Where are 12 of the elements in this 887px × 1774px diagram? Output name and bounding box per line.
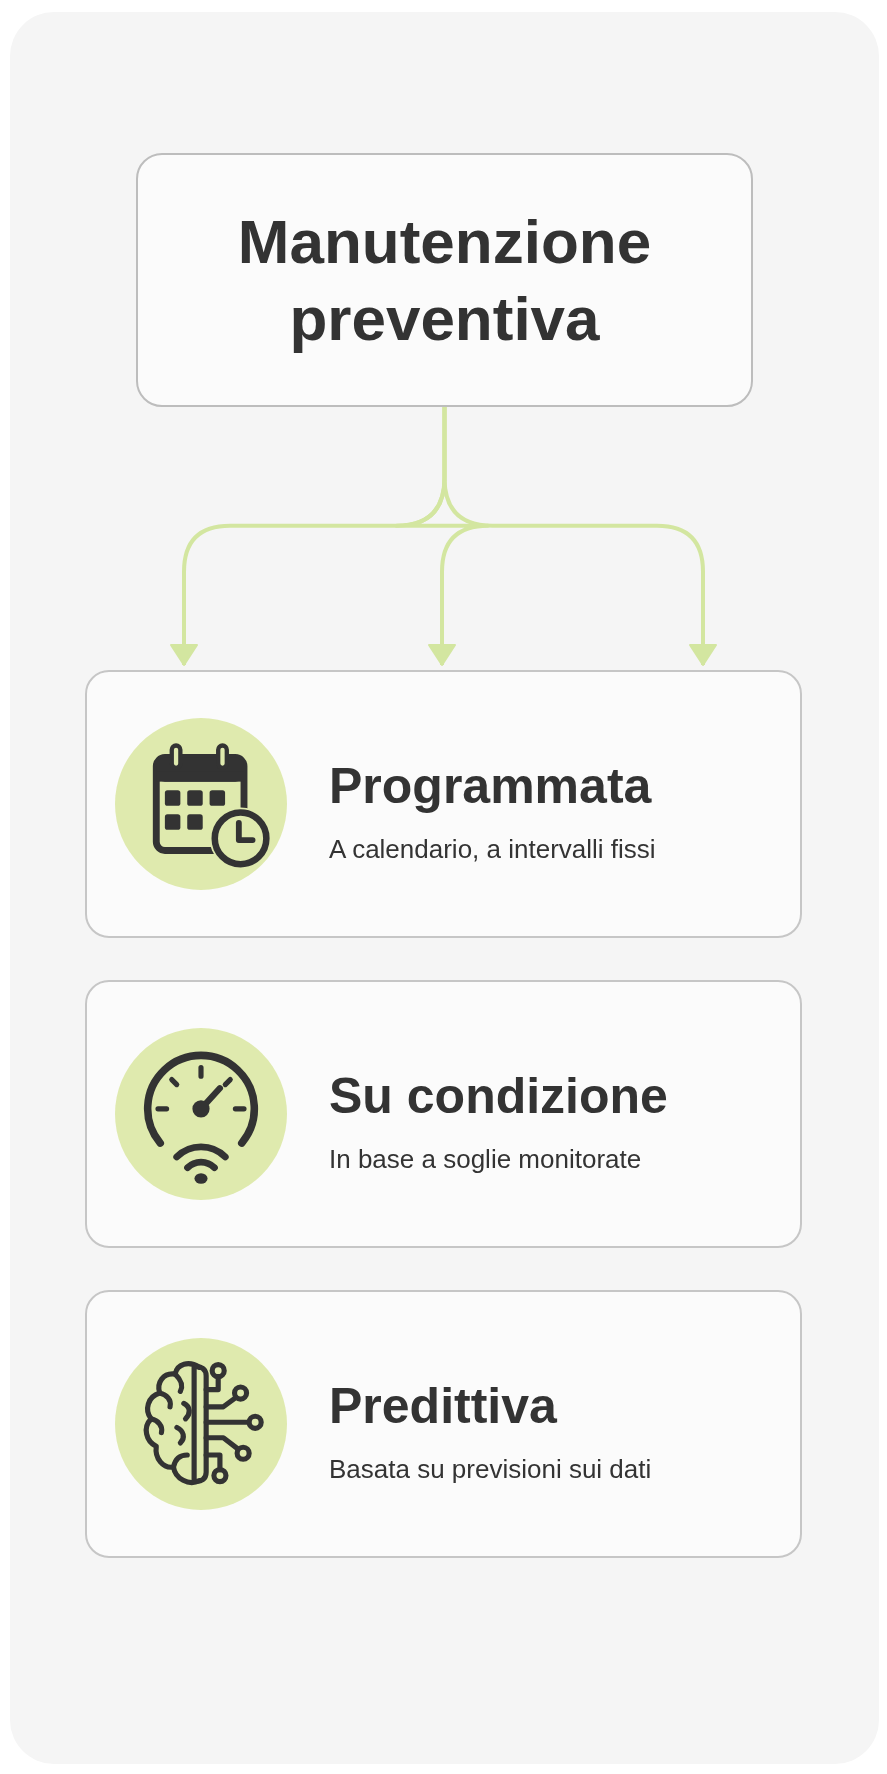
card-title: Programmata [329, 757, 652, 816]
category-card [85, 980, 802, 1248]
topic-box [136, 153, 753, 407]
card-title: Su condizione [329, 1067, 668, 1126]
card-title: Predittiva [329, 1377, 557, 1436]
arrow [442, 407, 717, 666]
card-description: Basata su previsioni sui dati [329, 1453, 652, 1486]
category-card [85, 1290, 802, 1558]
topic-title: Manutenzione preventiva [236, 206, 653, 355]
category-card [85, 670, 802, 938]
card-description: A calendario, a intervalli fissi [329, 833, 656, 866]
card-description: In base a soglie monitorate [329, 1143, 642, 1176]
